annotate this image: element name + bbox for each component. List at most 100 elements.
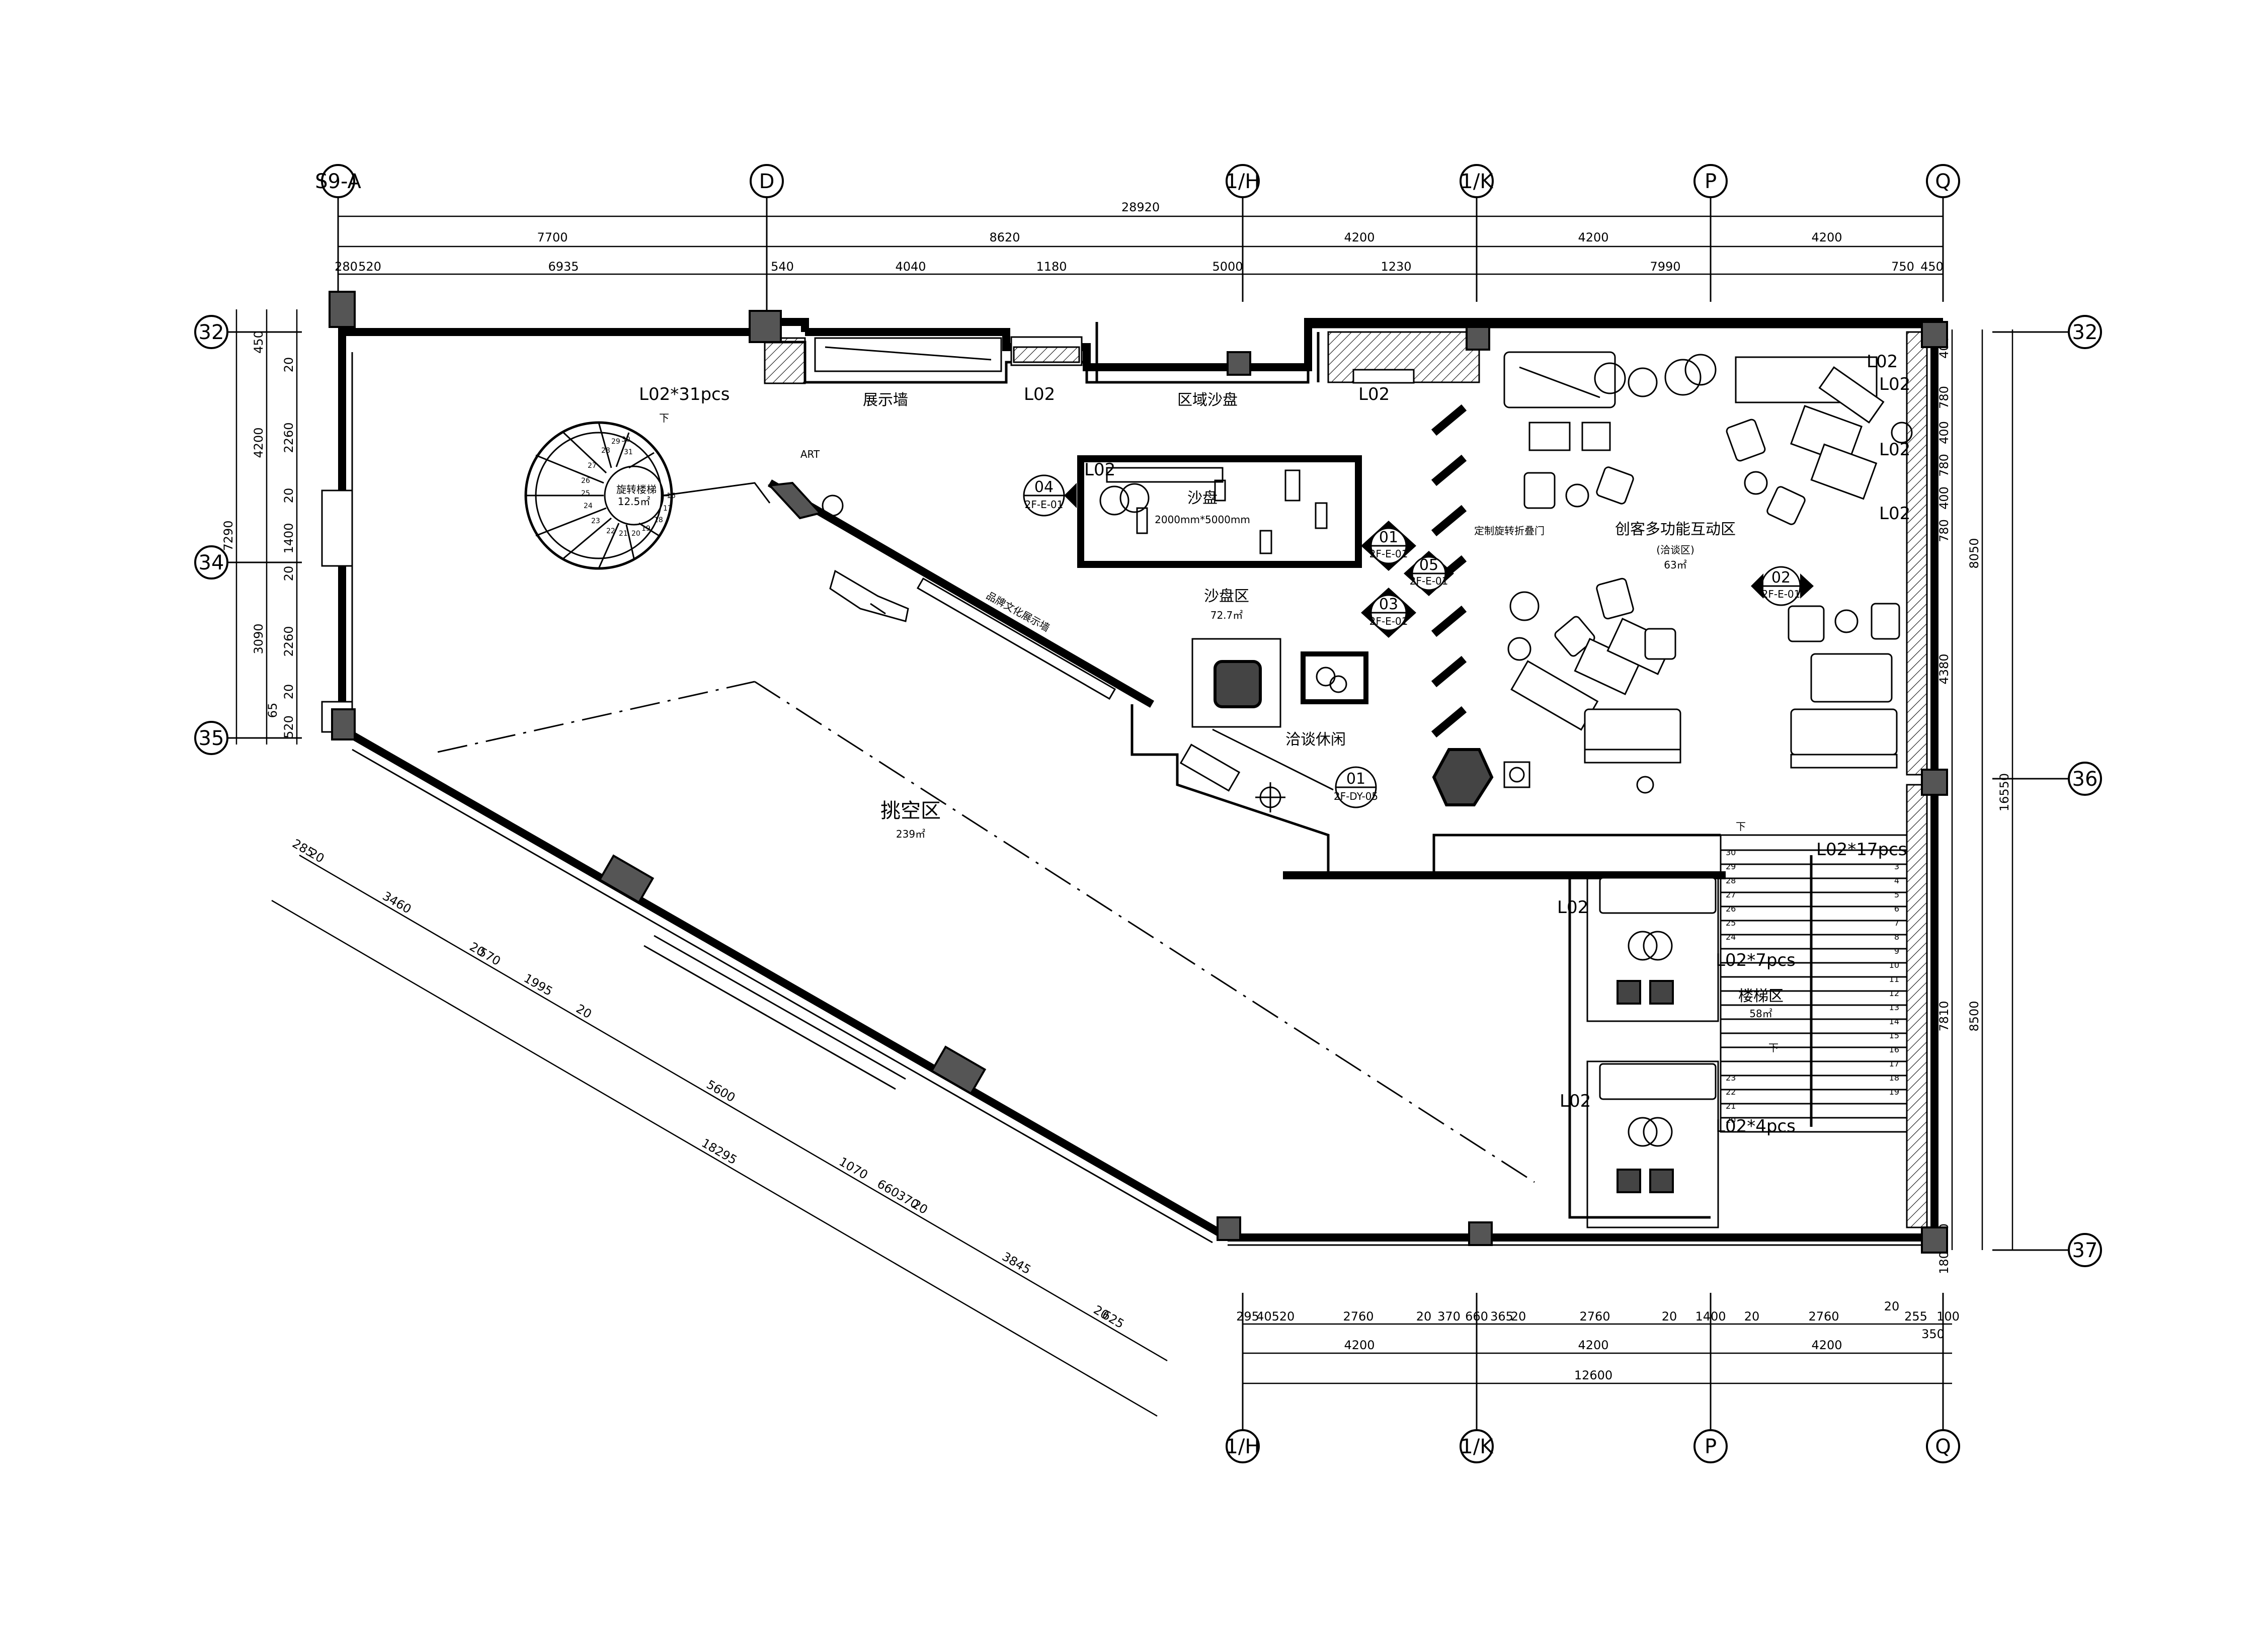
label-l02-h: L02 — [1557, 897, 1588, 918]
dim-bottom-2760b: 2760 — [1579, 1309, 1610, 1324]
sandtable-zone-area: 72.7㎡ — [1210, 609, 1243, 621]
stair-left-step-3: 28 — [1726, 876, 1736, 885]
art-and-brand-wall: ART 品牌文化展示墙 — [767, 448, 1116, 700]
label-l02-a: L02 — [1024, 384, 1055, 404]
dim-left-1400: 1400 — [282, 523, 296, 553]
dim-right-8050: 8050 — [1967, 538, 1981, 568]
dim-top-r1-5: 4200 — [1811, 230, 1842, 244]
dim-right-180: 180 — [1937, 1251, 1951, 1274]
dim-left-20a: 20 — [282, 357, 296, 373]
negotiation-rest-label: 洽谈休闲 — [1285, 731, 1346, 749]
tag-01b-num: 01 — [1346, 770, 1365, 788]
spiral-step-16: 16 — [667, 492, 676, 500]
axis-right-37: 37 — [2072, 1239, 2098, 1262]
axis-bottom-1h: 1/H — [1225, 1435, 1260, 1458]
dim-left-7290: 7290 — [221, 520, 235, 551]
dim-top-r2-2: 520 — [358, 260, 381, 274]
dim-left-450: 450 — [252, 331, 266, 354]
label-regional-sandtable: 区域沙盘 — [1177, 391, 1238, 409]
dim-bottom-20a: 20 — [1279, 1309, 1295, 1324]
axis-top-d: D — [759, 170, 775, 193]
dim-bottom-295: 295 — [1236, 1309, 1259, 1324]
label-l02-i: L02 — [1560, 1091, 1591, 1111]
dim-right-400b: 400 — [1937, 421, 1951, 444]
dim-top-r2-3: 6935 — [548, 260, 579, 274]
dim-bottom-2760c: 2760 — [1808, 1309, 1839, 1324]
dim-right-400c: 400 — [1937, 486, 1951, 510]
stair-down-label-1: 下 — [1736, 820, 1746, 833]
right-dimensions: 400 780 400 780 400 780 4380 7810 240 18… — [1937, 329, 2013, 1274]
label-l02-b: L02 — [1358, 384, 1390, 404]
dim-bottom-100: 100 — [1936, 1309, 1960, 1324]
dim-left-4200: 4200 — [252, 427, 266, 458]
dim-right-total: 16550 — [1997, 773, 2011, 811]
label-l02-4pcs: L02*4pcs — [1716, 1116, 1796, 1136]
dim-diag-20c: 20 — [574, 1002, 594, 1022]
stair-right-step-16: 16 — [1889, 1045, 1899, 1054]
dim-top-r1-4: 4200 — [1578, 230, 1608, 244]
dim-top-r2-5: 4040 — [895, 260, 926, 274]
label-display-wall: 展示墙 — [863, 391, 908, 409]
stair-left-step-4: 27 — [1726, 890, 1736, 899]
spiral-step-29: 29 — [611, 438, 620, 446]
dim-bottom-2760a: 2760 — [1343, 1309, 1374, 1324]
stair-zone: 楼梯区 58㎡ 下 下 30 29 28 27 26 25 24 23 22 2… — [1586, 820, 1908, 1228]
stair-right-step-3: 3 — [1894, 862, 1899, 871]
tag-04: 04 2F-E-01 — [1023, 474, 1077, 517]
lighting-labels: L02*31pcs 展示墙 L02 区域沙盘 L02 L02 L02 L02 L… — [639, 352, 1910, 1136]
spiral-step-28: 28 — [601, 447, 610, 455]
axis-top-p: P — [1705, 170, 1717, 193]
dim-top-r2-4: 540 — [771, 260, 794, 274]
bottom-dimensions: 295 405 20 2760 20 370 660 365 20 2760 2… — [1236, 1299, 1960, 1384]
dim-top-r2-8: 1230 — [1381, 260, 1411, 274]
elevation-tags: 04 2F-E-01 01 2F-E-01 05 2F-E-01 03 2F-E… — [1023, 474, 1814, 808]
spiral-stair-area: 12.5㎡ — [618, 495, 651, 508]
maker-zone-label: 创客多功能互动区 — [1615, 521, 1736, 538]
left-dimensions: 450 20 2260 20 1400 20 2260 20 65 520 42… — [221, 309, 298, 745]
tag-01b: 01 2F-DY-05 — [1334, 766, 1378, 808]
dim-top-r2-1: 280 — [335, 260, 358, 274]
dim-top-r2-9: 7990 — [1650, 260, 1680, 274]
spiral-step-21: 21 — [619, 530, 628, 538]
dim-top-r1-3: 4200 — [1344, 230, 1375, 244]
tag-03: 03 2F-E-01 — [1361, 588, 1416, 638]
dim-top-r2-10: 750 — [1891, 260, 1914, 274]
tag-03-ref: 2F-E-01 — [1369, 615, 1408, 627]
tag-03-num: 03 — [1379, 596, 1398, 613]
top-dimensions: 28920 7700 8620 4200 4200 4200 280 520 6… — [335, 200, 1944, 275]
stair-left-step-6: 25 — [1726, 918, 1736, 928]
axis-top-q: Q — [1935, 170, 1951, 193]
spiral-step-22: 22 — [606, 527, 615, 535]
stair-right-step-8: 8 — [1894, 932, 1899, 942]
stair-right-step-13: 13 — [1889, 1003, 1899, 1012]
dim-left-520: 520 — [282, 715, 296, 738]
axis-right-36: 36 — [2072, 768, 2098, 791]
dim-bottom-r2-1: 4200 — [1344, 1338, 1375, 1352]
dim-left-65: 65 — [266, 703, 280, 718]
dim-top-r1-1: 7700 — [537, 230, 568, 244]
void-zone-area: 239㎡ — [896, 828, 925, 840]
spiral-step-31: 31 — [624, 448, 633, 456]
stair-right-step-15: 15 — [1889, 1031, 1899, 1040]
stair-right-step-12: 12 — [1889, 988, 1899, 998]
stair-right-step-19: 19 — [1889, 1087, 1899, 1097]
tag-05-num: 05 — [1419, 556, 1438, 574]
tag-05-ref: 2F-E-01 — [1410, 575, 1448, 587]
dim-right-780a: 780 — [1937, 386, 1951, 409]
dim-bottom-350: 350 — [1921, 1327, 1945, 1341]
dim-bottom-r2-2: 4200 — [1578, 1338, 1608, 1352]
spiral-step-25: 25 — [581, 489, 590, 498]
dim-right-7810: 7810 — [1937, 1001, 1951, 1031]
spiral-down-label: 下 — [659, 412, 669, 424]
stair-zone-area: 58㎡ — [1749, 1008, 1772, 1020]
tag-01b-ref: 2F-DY-05 — [1334, 790, 1378, 802]
tag-05: 05 2F-E-01 — [1404, 551, 1454, 596]
dim-left-20c: 20 — [282, 566, 296, 582]
axis-bottom-1k: 1/K — [1460, 1435, 1494, 1458]
dim-bottom-total: 12600 — [1574, 1368, 1612, 1382]
dim-bottom-1400: 1400 — [1695, 1309, 1726, 1324]
label-l02-g: L02 — [1879, 504, 1910, 524]
art-label: ART — [800, 448, 820, 460]
dim-left-20d: 20 — [282, 684, 296, 700]
